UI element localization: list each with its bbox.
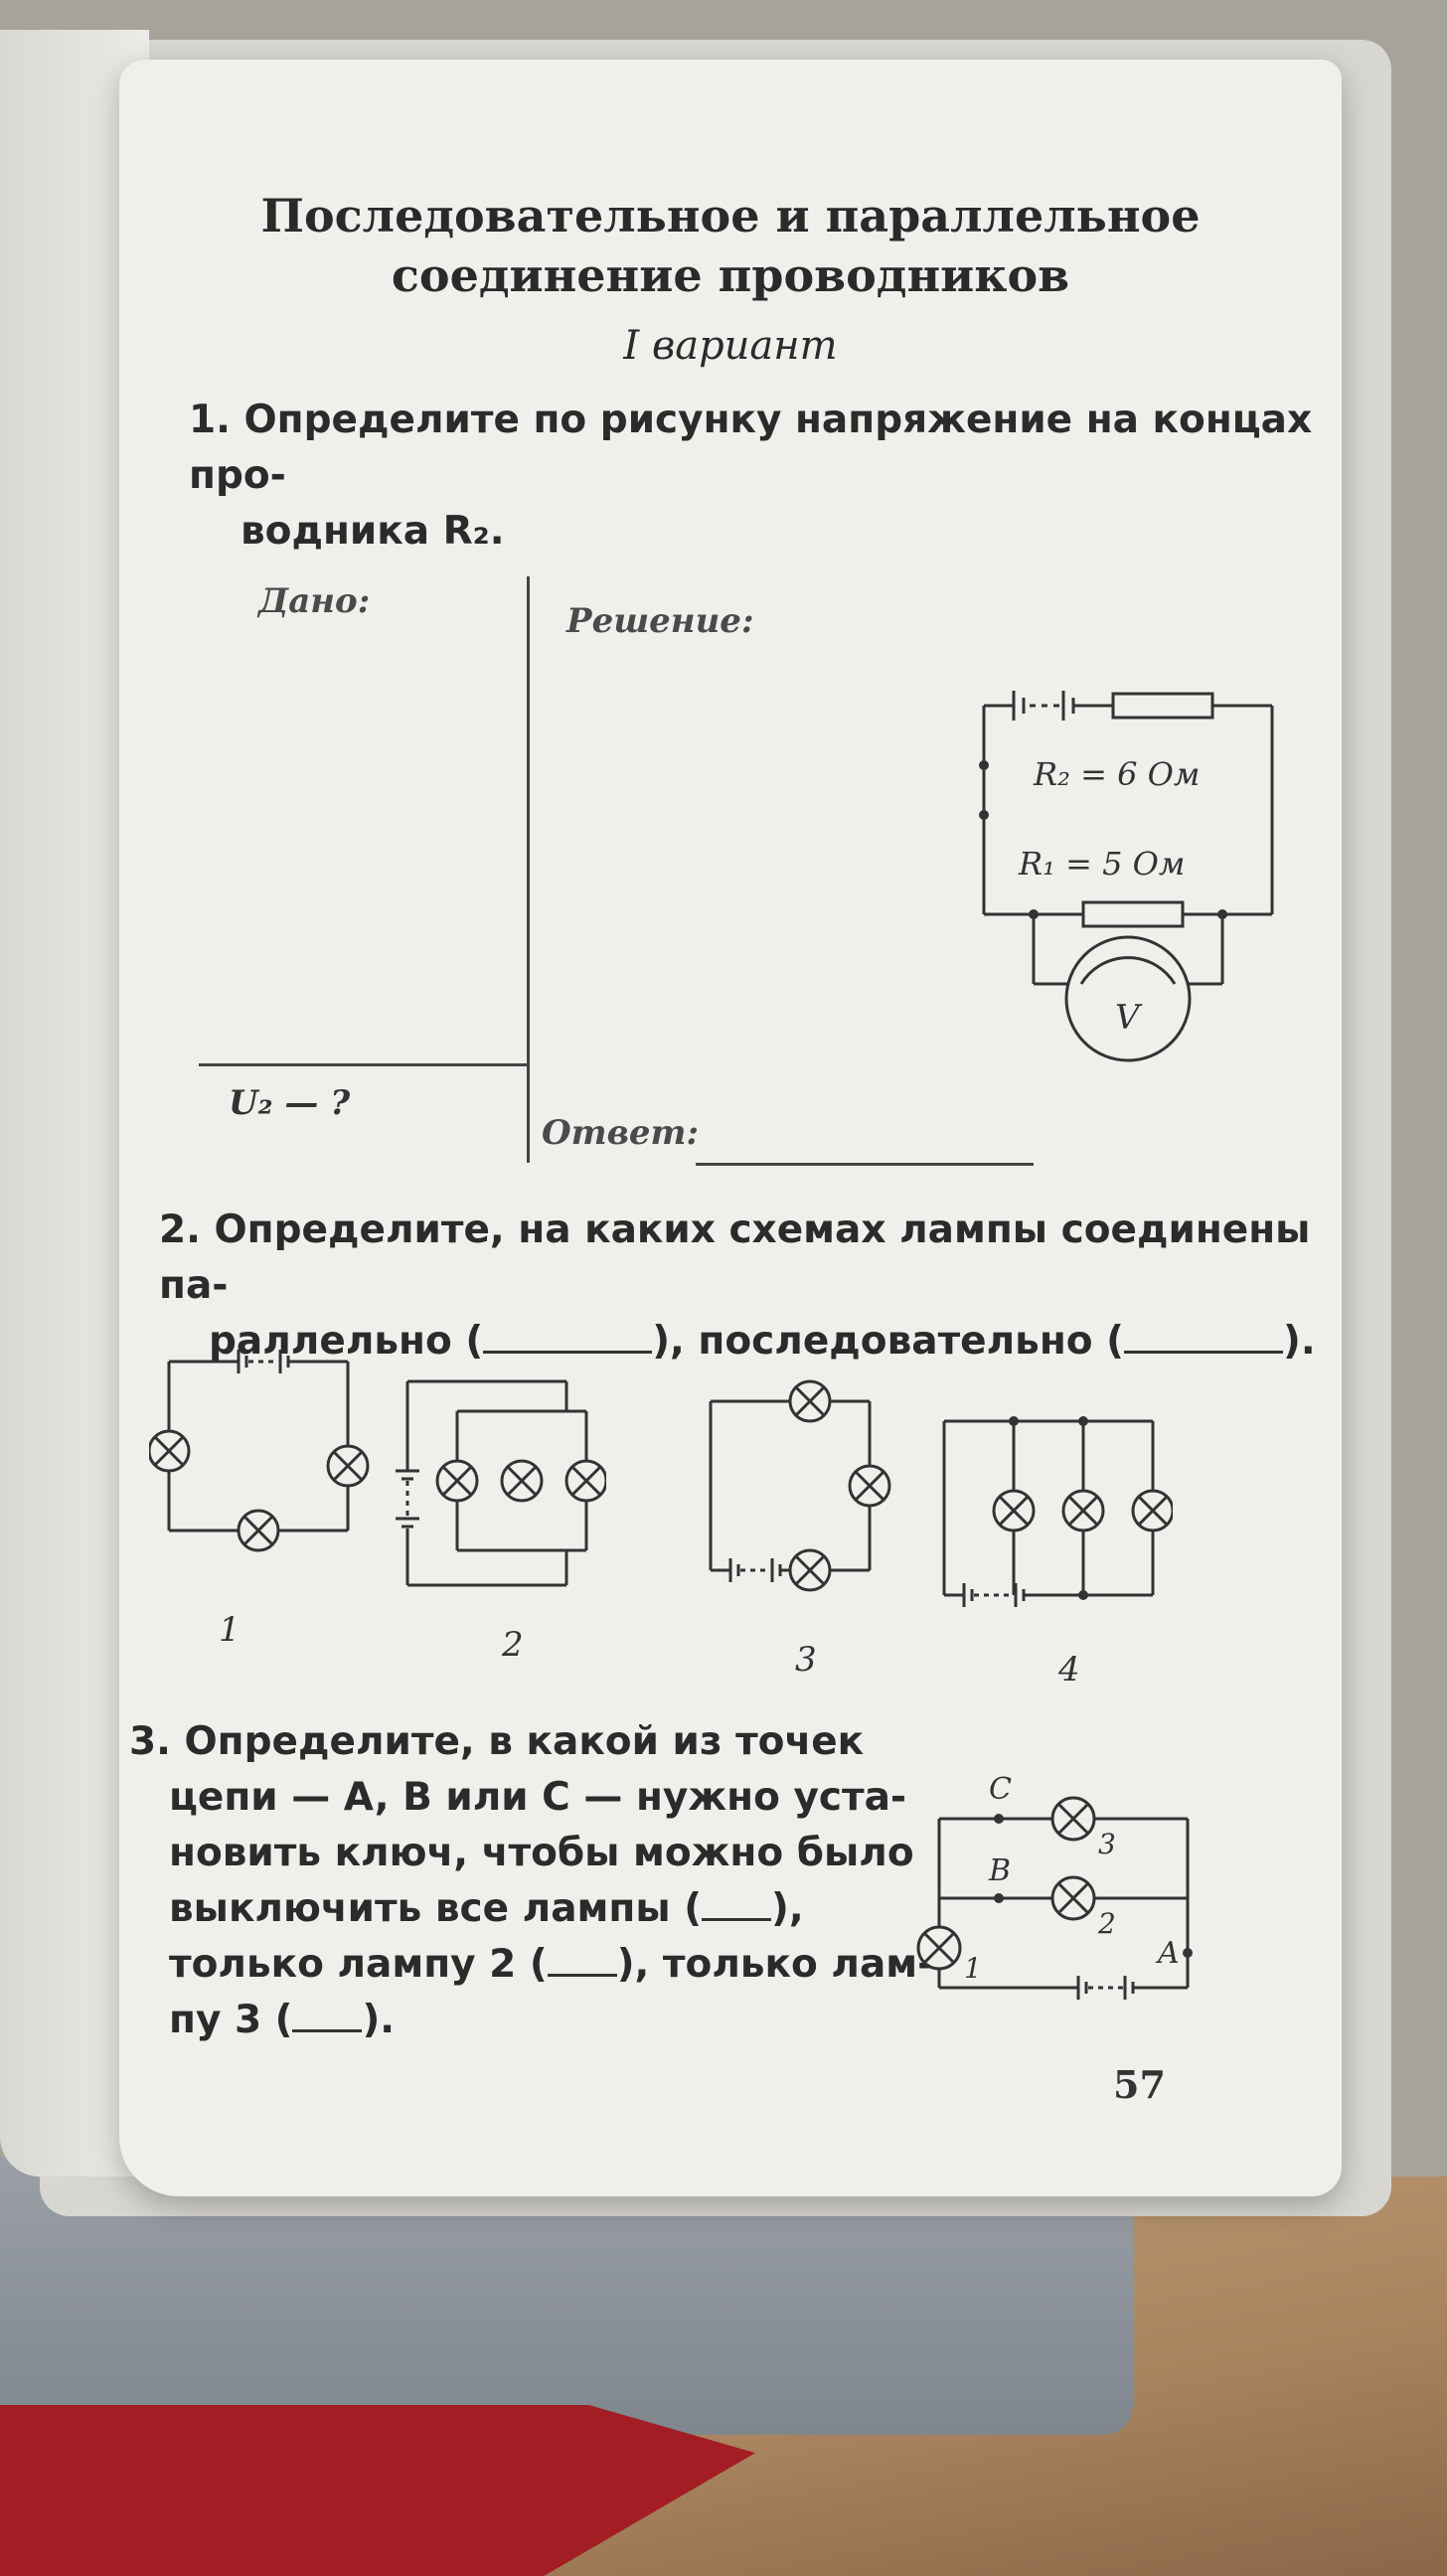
- given-divider-vertical: [527, 576, 530, 1163]
- task2-series-blank[interactable]: [1124, 1351, 1283, 1354]
- variant-label: I вариант: [623, 323, 838, 369]
- answer-label: Ответ:: [542, 1113, 700, 1153]
- task3-line4a: выключить все лампы (: [169, 1886, 703, 1931]
- lamp-1-label: 1: [964, 1952, 982, 1985]
- r1-label: R₁ = 5 Ом: [1018, 845, 1185, 883]
- task3-line2: цепи — A, B или C — нужно уста-: [169, 1775, 907, 1820]
- scheme-4: [942, 1416, 1173, 1607]
- task2-line1: Определите, на каких схемах лампы соедин…: [159, 1208, 1311, 1308]
- scheme-2-label: 2: [502, 1625, 524, 1665]
- task2-line2b: ), последовательно (: [652, 1319, 1124, 1364]
- voltmeter-label: V: [1115, 998, 1143, 1038]
- task1-circuit: R₂ = 6 Ом R₁ = 5 Ом V: [979, 691, 1274, 1062]
- task3-line3: новить ключ, чтобы можно было: [169, 1831, 914, 1875]
- solution-label: Решение:: [566, 601, 754, 641]
- task3-line5b: ), только лам-: [616, 1942, 934, 1987]
- task3-text: 3. Определите, в какой из точек цепи — A…: [129, 1714, 933, 2048]
- page-number: 57: [1113, 2062, 1166, 2107]
- task1-line2: водника R₂.: [241, 509, 505, 554]
- task3-line4b: ),: [771, 1886, 804, 1931]
- given-divider-horizontal: [199, 1063, 527, 1066]
- task3-line6a: пу 3 (: [169, 1998, 293, 2042]
- scheme-3: [709, 1379, 891, 1592]
- task3-lamp3-blank[interactable]: [292, 2029, 363, 2032]
- task3-all-lamps-blank[interactable]: [702, 1918, 772, 1921]
- task3-line1: Определите, в какой из точек: [184, 1719, 865, 1764]
- page-title-line1: Последовательное и параллельное: [260, 189, 1201, 242]
- task2-text: 2. Определите, на каких схемах лампы сое…: [159, 1203, 1342, 1369]
- scheme-2: [396, 1379, 606, 1587]
- scheme-1: [149, 1350, 370, 1552]
- lamp-2-label: 2: [1097, 1907, 1116, 1940]
- task3-lamp2-blank[interactable]: [547, 1974, 617, 1977]
- task1-text: 1. Определите по рисунку напряжение на к…: [189, 393, 1342, 560]
- task3-line5a: только лампу 2 (: [169, 1942, 548, 1987]
- page-title-line2: соединение проводников: [391, 248, 1070, 302]
- task1-number: 1.: [189, 398, 231, 442]
- task3-circuit: C B A 3 2 1: [916, 1772, 1193, 2000]
- point-c-label: C: [989, 1772, 1012, 1807]
- given-label: Дано:: [258, 581, 371, 621]
- task2-number: 2.: [159, 1208, 201, 1252]
- task3-number: 3.: [129, 1719, 171, 1764]
- task2-parallel-blank[interactable]: [483, 1351, 653, 1354]
- task1-line1: Определите по рисунку напряжение на конц…: [189, 398, 1313, 498]
- lamp-3-label: 3: [1098, 1828, 1116, 1860]
- answer-line: [696, 1163, 1034, 1166]
- given-value: U₂ — ?: [229, 1083, 351, 1123]
- task2-line2c: ).: [1283, 1319, 1316, 1364]
- task3-line6b: ).: [362, 1998, 396, 2042]
- point-b-label: B: [988, 1853, 1011, 1888]
- workbook-page: Последовательное и параллельное соединен…: [119, 60, 1342, 2196]
- scheme-4-label: 4: [1058, 1650, 1080, 1690]
- scheme-3-label: 3: [795, 1640, 817, 1680]
- task2-line2a: раллельно (: [209, 1319, 484, 1364]
- scheme-1-label: 1: [219, 1610, 241, 1650]
- r2-label: R₂ = 6 Ом: [1033, 755, 1200, 793]
- point-a-label: A: [1155, 1936, 1180, 1971]
